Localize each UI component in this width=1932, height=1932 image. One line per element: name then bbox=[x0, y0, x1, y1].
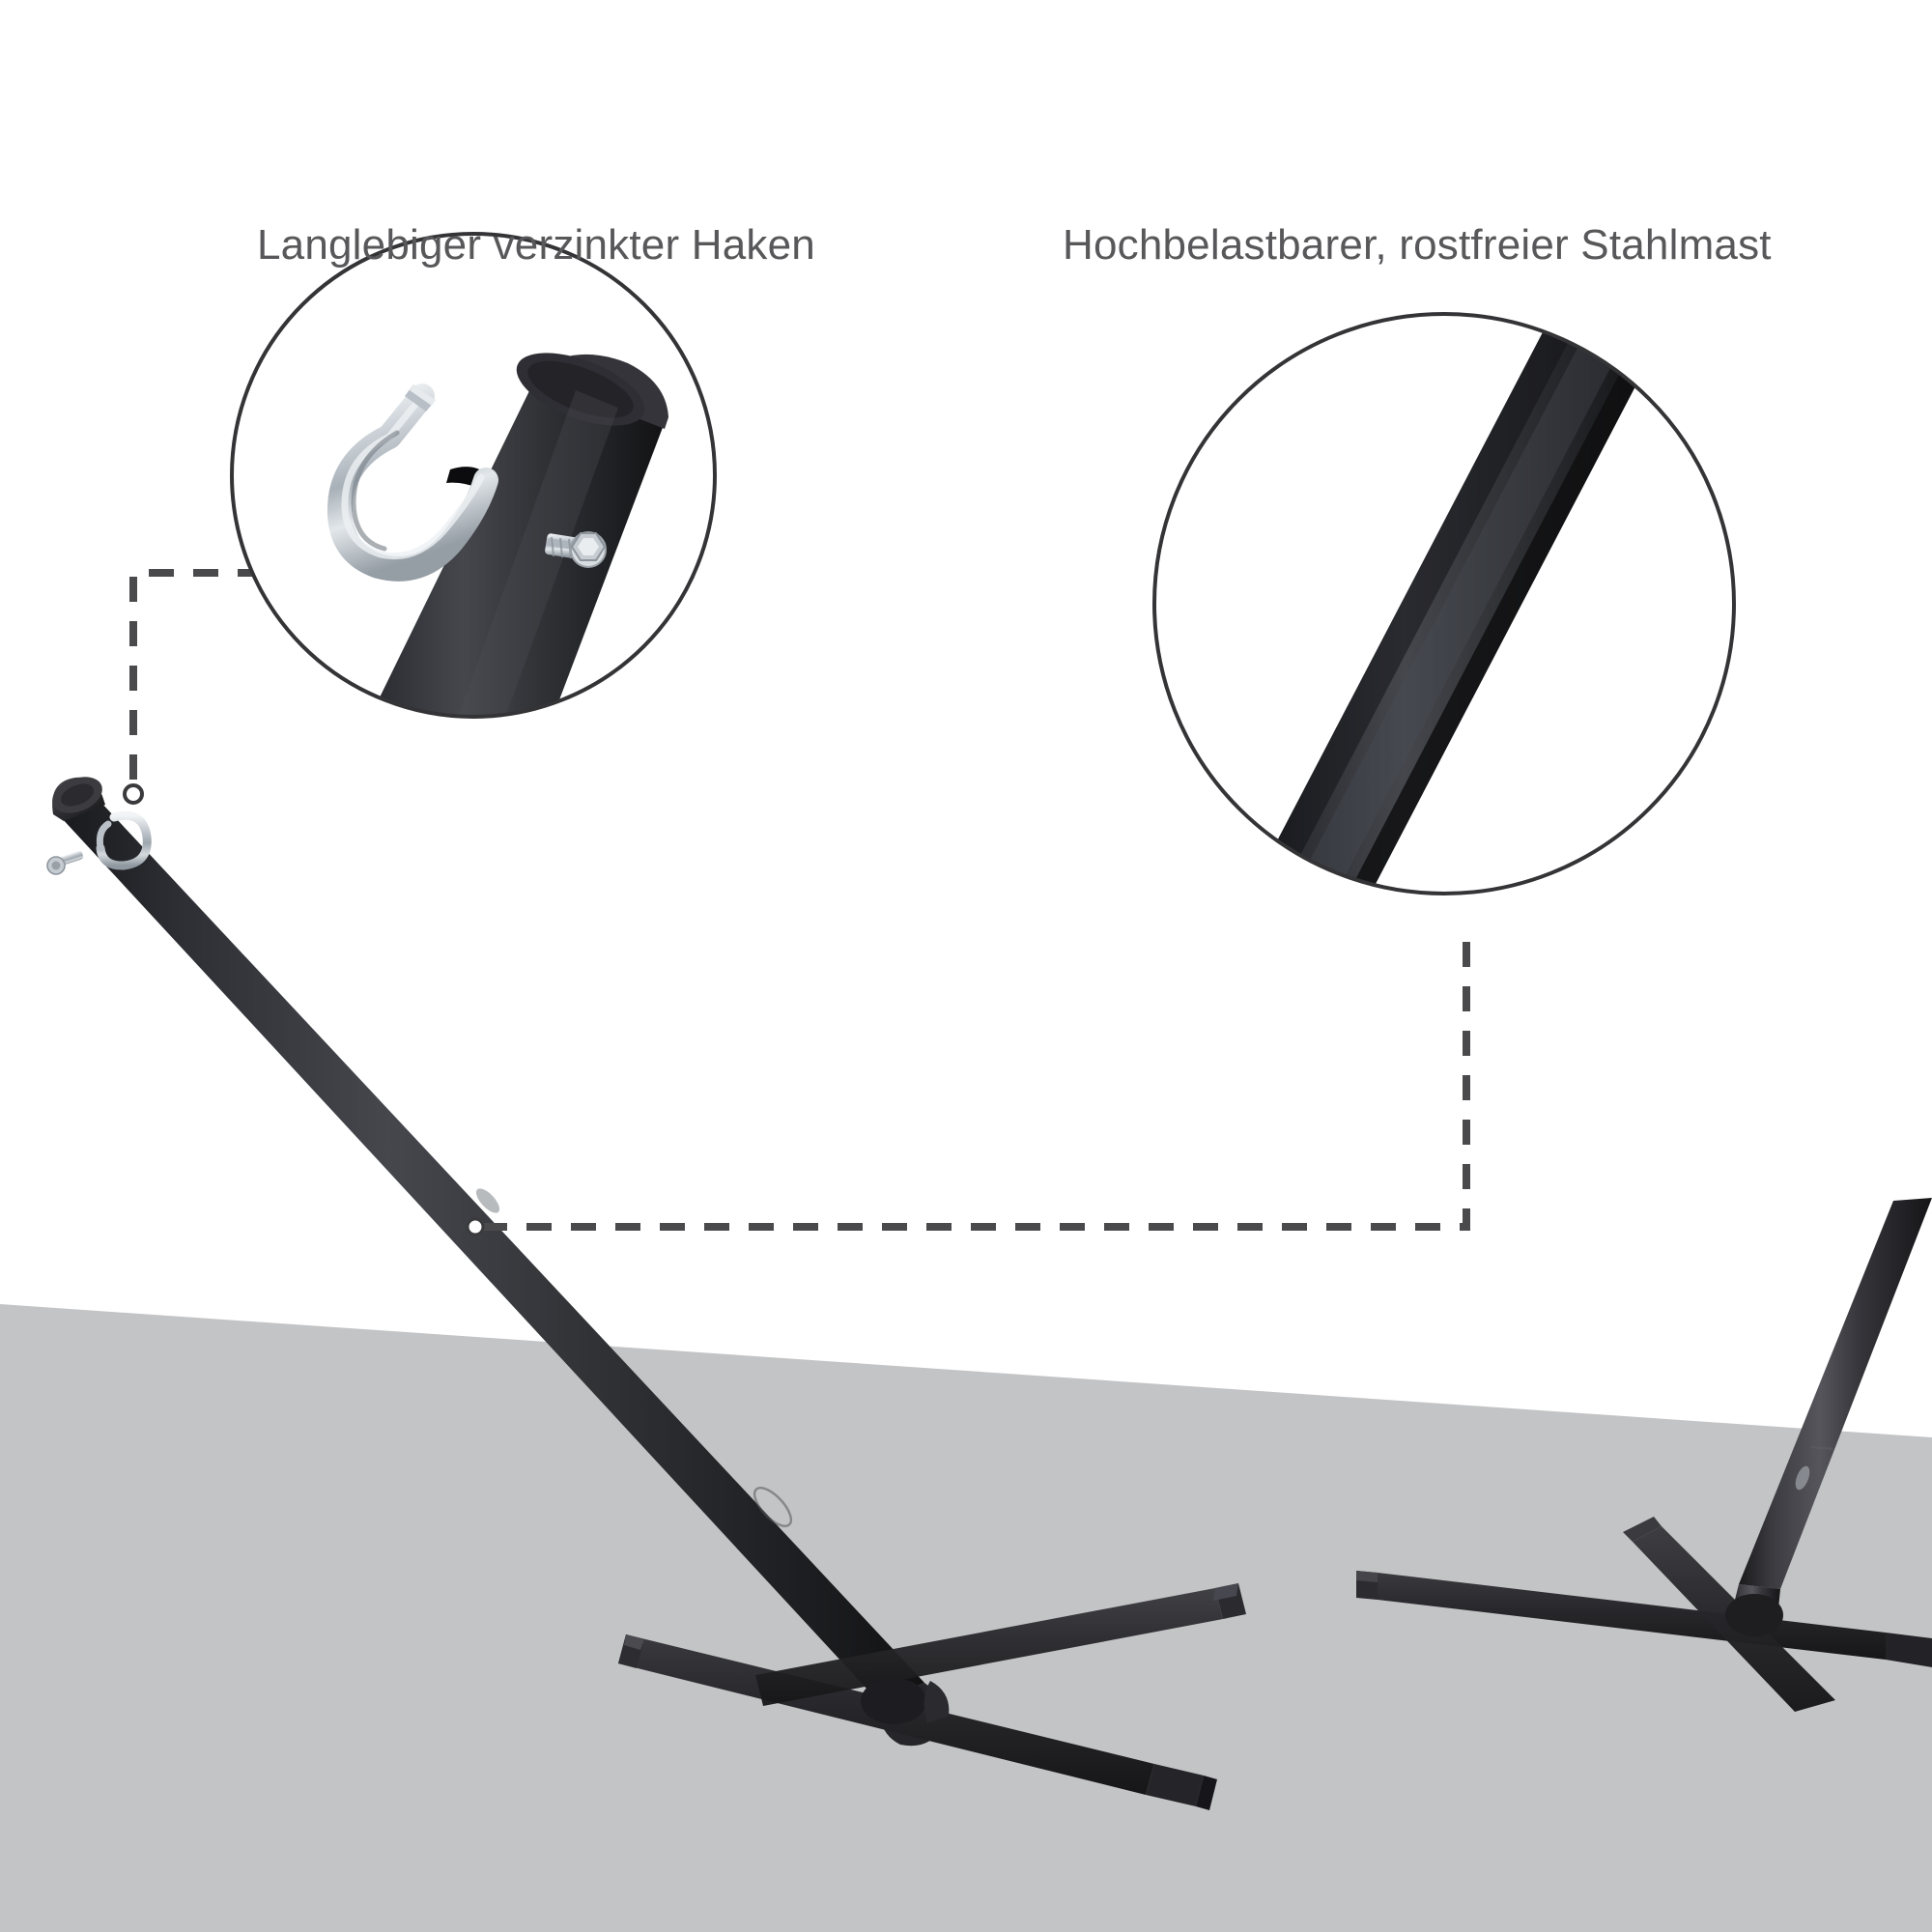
hammock-stand bbox=[46, 777, 1932, 1810]
callout-ring-pole bbox=[1152, 312, 1736, 895]
callout-circle-pole bbox=[1152, 312, 1736, 895]
hook-detail-photo bbox=[232, 234, 715, 717]
pole-detail-photo bbox=[1154, 314, 1734, 894]
caption-pole: Hochbelastbarer, rostfreier Stahlmast bbox=[1063, 221, 1772, 269]
left-t-base bbox=[618, 1583, 1246, 1810]
leader-line-hook bbox=[123, 569, 263, 805]
right-t-base bbox=[1356, 1517, 1932, 1712]
leader-anchor-dot-pole bbox=[466, 1217, 485, 1236]
callout-ring-hook bbox=[230, 232, 717, 719]
zinc-hook-detail bbox=[327, 384, 498, 582]
leader-anchor-dot-hook bbox=[123, 783, 144, 805]
left-pole-hook bbox=[96, 810, 152, 870]
hex-bolt-detail bbox=[545, 531, 607, 568]
ground-plane bbox=[0, 1304, 1932, 1932]
callout-circle-hook bbox=[230, 232, 717, 719]
caption-hook: Langlebiger verzinkter Haken bbox=[257, 221, 815, 269]
left-pole-screw bbox=[46, 850, 84, 875]
leader-line-pole bbox=[466, 942, 1470, 1236]
